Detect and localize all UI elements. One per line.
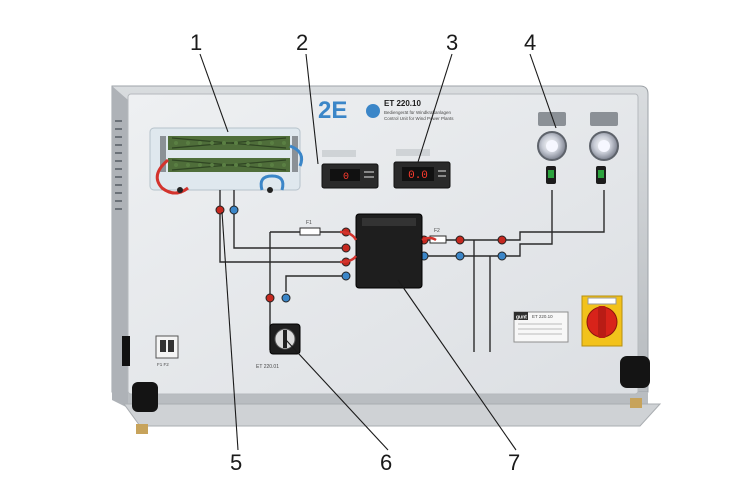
callout-3: 3 xyxy=(446,30,458,55)
resistor-module xyxy=(149,127,304,195)
display-meter-2: 0.0 xyxy=(393,149,451,189)
callout-7: 7 xyxy=(508,450,520,475)
brand-logo: 2E xyxy=(318,97,347,124)
callout-6: 6 xyxy=(380,450,392,475)
fuse-f1: F1 xyxy=(299,220,321,236)
callout-5: 5 xyxy=(230,450,242,475)
main-switch xyxy=(581,295,623,347)
nameplate: gunt ET 220.10 xyxy=(513,311,569,343)
callout-1: 1 xyxy=(190,30,202,55)
callout-numbers: 1 2 3 4 5 6 7 xyxy=(190,30,536,475)
svg-text:F1 F2: F1 F2 xyxy=(157,362,169,367)
model-label: ET 220.10 xyxy=(384,99,421,108)
lamp-1 xyxy=(537,112,567,184)
fuse-icon xyxy=(429,235,447,244)
lamp-2 xyxy=(589,112,619,184)
transformer-box xyxy=(339,213,437,289)
callout-leaders xyxy=(199,53,557,451)
callout-2: 2 xyxy=(296,30,308,55)
display-1-digits: 0 xyxy=(343,172,349,183)
svg-text:ET 220.10: ET 220.10 xyxy=(532,314,553,319)
svg-text:F2: F2 xyxy=(434,228,440,234)
circuit-breakers: F1 F2 xyxy=(155,335,179,367)
svg-text:F1: F1 xyxy=(306,220,312,226)
water-drop-icon xyxy=(366,104,380,118)
brand-block: 2E ET 220.10 Bediengerät für Windkraftan… xyxy=(318,97,454,124)
display-meter-1: 0 xyxy=(321,150,379,189)
feet xyxy=(132,356,650,412)
unit-label: ET 220.01 xyxy=(256,364,279,370)
fuse-f2: F2 xyxy=(429,228,447,244)
subtitle-de: Bediengerät für Windkraftanlagen xyxy=(384,110,452,115)
subtitle-en: Control Unit for Wind Power Plants xyxy=(384,116,454,121)
side-connector xyxy=(122,336,130,366)
svg-text:gunt: gunt xyxy=(516,315,527,321)
callout-4: 4 xyxy=(524,30,536,55)
transformer-box-icon xyxy=(355,213,423,289)
fuse-icon xyxy=(299,227,321,236)
display-2-digits: 0.0 xyxy=(408,170,428,182)
